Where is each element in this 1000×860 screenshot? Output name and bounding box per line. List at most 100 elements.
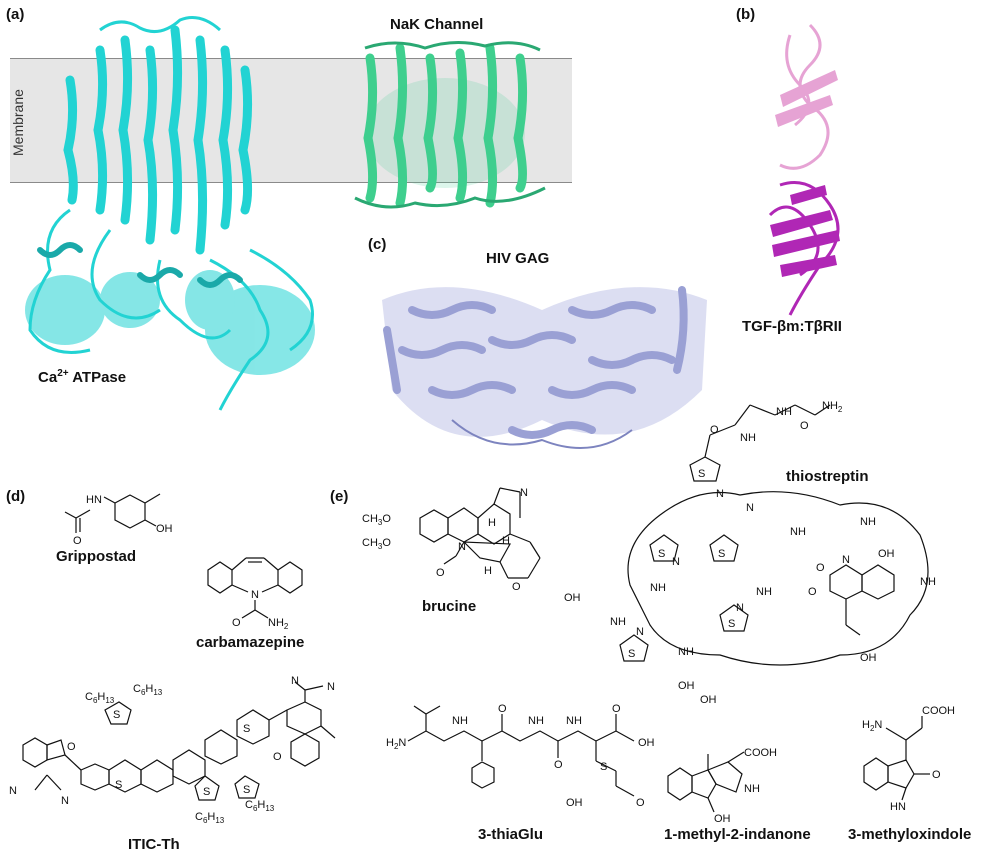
carbamazepine-o: O [232,617,241,629]
brucine-och3-2-3: 3 [378,542,383,551]
oxindole-o: O [932,769,941,781]
itic-c6h13-3-c: C [245,799,253,811]
brucine-och3-2: CH3O [362,537,391,551]
ca-atpase-structure [25,16,315,411]
indanone-label: 1-methyl-2-indanone [664,826,811,843]
itic-s-1: S [113,709,120,721]
carbamazepine-nh2-sub: 2 [284,622,289,631]
brucine-och3-2-ch: CH [362,537,378,549]
oxindole-structure: H2N COOH O HN [862,705,955,813]
indanone-cooh: COOH [744,747,777,759]
thiaglu-h2n: H2N [386,737,406,751]
thiostreptin-n-5: N [636,626,644,638]
thiostreptin-s-1: S [698,468,705,480]
thiostreptin-n-3: N [672,556,680,568]
itic-th-label: ITIC-Th [128,836,180,853]
thiaglu-h2n-h: H [386,737,394,749]
itic-n-4: N [327,681,335,693]
thiostreptin-n-1: N [716,488,724,500]
thiostreptin-nh-9: NH [678,646,694,658]
itic-n-1: N [9,785,17,797]
itic-c6h13-2-c: C [133,683,141,695]
brucine-och3-1-o: O [382,513,391,525]
itic-o-1: O [67,741,76,753]
itic-c6h13-1-h: H [97,691,105,703]
brucine-n-2: N [458,541,466,553]
itic-c6h13-3-13: 13 [265,804,274,813]
ca-atpase-label-main: Ca [38,369,58,386]
itic-c6h13-4-6: 6 [203,816,208,825]
itic-n-2: N [61,795,69,807]
itic-c6h13-3-6: 6 [253,804,258,813]
thiostreptin-s-4: S [728,618,735,630]
oxindole-label: 3-methyloxindole [848,826,972,843]
nak-channel-structure [354,41,546,209]
brucine-n-1: N [520,487,528,499]
itic-c6h13-1-c: C [85,691,93,703]
itic-c6h13-2-h: H [145,683,153,695]
thiostreptin-oh-5: OH [700,694,717,706]
panel-label-a: (a) [6,6,25,23]
itic-c6h13-1-6: 6 [93,696,98,705]
thiostreptin-n-4: N [736,602,744,614]
itic-s-5: S [243,723,250,735]
thiostreptin-nh-8: NH [610,616,626,628]
hiv-gag-structure [382,286,707,449]
indanone-nh: NH [744,783,760,795]
panel-label-e: (e) [330,488,349,505]
brucine-o-1: O [436,567,445,579]
itic-c6h13-3: C6H13 [245,799,275,813]
itic-c6h13-1: C6H13 [85,691,115,705]
brucine-h-1: H [488,517,496,529]
thiostreptin-label: thiostreptin [786,468,869,485]
indanone-oh: OH [714,813,731,825]
thiostreptin-s-3: S [718,548,725,560]
brucine-structure: CH3O CH3O N N H H H O O [362,487,541,593]
thiaglu-s: S [600,761,607,773]
thiaglu-oh-1: OH [638,737,655,749]
thiostreptin-nh2-main: NH [822,400,838,412]
thiostreptin-nh-7: NH [920,576,936,588]
brucine-och3-1: CH3O [362,513,391,527]
grippostad-hn: HN [86,494,102,506]
grippostad-oh: OH [156,523,173,535]
carbamazepine-n: N [251,589,259,601]
thiostreptin-o-4: O [816,562,825,574]
itic-c6h13-3-h: H [257,799,265,811]
thiaglu-o-1: O [498,703,507,715]
thiaglu-h2n-n: N [398,737,406,749]
thiostreptin-nh-3: NH [650,582,666,594]
thiostreptin-structure: NH2 NH NH O O S S S S S N N N N N N NH N… [564,400,936,706]
panel-label-c: (c) [368,236,387,253]
thiostreptin-o-2: O [800,420,809,432]
thiostreptin-oh-2: OH [878,548,895,560]
oxindole-h2n-n: N [874,719,882,731]
itic-th-structure: C6H13 C6H13 C6H13 C6H13 S S S S S O O N … [9,675,336,825]
thiostreptin-o-3: O [808,586,817,598]
itic-o-2: O [273,751,282,763]
ca-atpase-label: Ca2+ ATPase [38,368,126,386]
thiostreptin-nh-1: NH [776,406,792,418]
thiostreptin-oh-3: OH [860,652,877,664]
brucine-o-2: O [512,581,521,593]
indanone-structure: COOH NH OH [667,747,777,825]
carbamazepine-nh2-main: NH [268,617,284,629]
thiaglu-o-4: O [636,797,645,809]
thiostreptin-s-5: S [628,648,635,660]
oxindole-h2n-2: 2 [870,724,875,733]
thiostreptin-n-6: N [842,554,850,566]
grippostad-label: Grippostad [56,548,137,565]
itic-n-3: N [291,675,299,687]
oxindole-h2n: H2N [862,719,882,733]
thiaglu-o-2: O [554,759,563,771]
thiostreptin-oh-1: OH [564,592,581,604]
panel-label-d: (d) [6,488,26,505]
thiostreptin-nh-2: NH [740,432,756,444]
itic-s-4: S [115,779,122,791]
grippostad-o: O [73,535,82,547]
itic-c6h13-2-6: 6 [141,688,146,697]
thiostreptin-nh-4: NH [756,586,772,598]
ca-atpase-label-sup: 2+ [57,368,69,379]
thiostreptin-nh-6: NH [860,516,876,528]
brucine-h-3: H [484,565,492,577]
